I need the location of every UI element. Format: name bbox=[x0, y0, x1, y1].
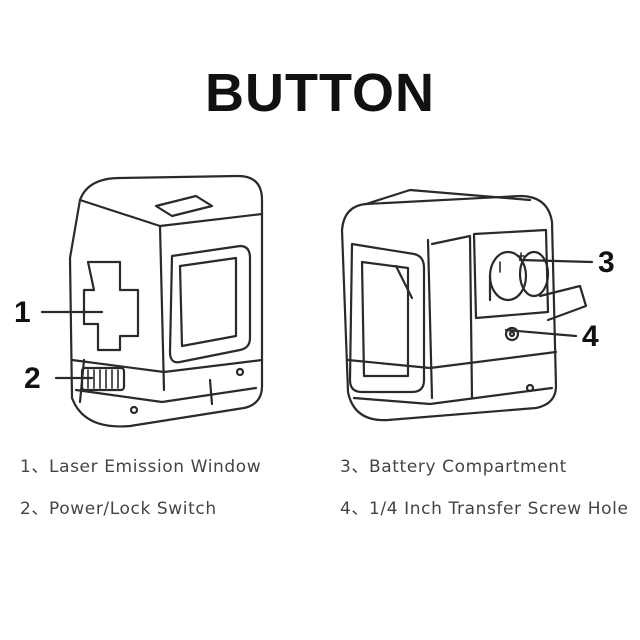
page-title: BUTTON bbox=[205, 63, 435, 123]
legend-item-battery-compartment: 3、Battery Compartment bbox=[340, 457, 567, 477]
right-device-rear-view bbox=[340, 188, 588, 422]
callout-3-leader bbox=[518, 258, 594, 264]
callout-1: 1 bbox=[14, 296, 31, 329]
legend-item-laser-window: 1、Laser Emission Window bbox=[20, 457, 262, 477]
legend-item-power-switch: 2、Power/Lock Switch bbox=[20, 499, 217, 519]
legend-item-screw-hole: 4、1/4 Inch Transfer Screw Hole bbox=[340, 499, 629, 519]
callout-3: 3 bbox=[598, 246, 615, 279]
left-device-front-view bbox=[68, 174, 264, 428]
battery-polarity-marks bbox=[499, 252, 525, 273]
callout-4: 4 bbox=[582, 320, 599, 353]
callout-4-leader bbox=[504, 328, 578, 338]
switch-grip-lines bbox=[87, 369, 119, 389]
callout-2: 2 bbox=[24, 362, 41, 395]
